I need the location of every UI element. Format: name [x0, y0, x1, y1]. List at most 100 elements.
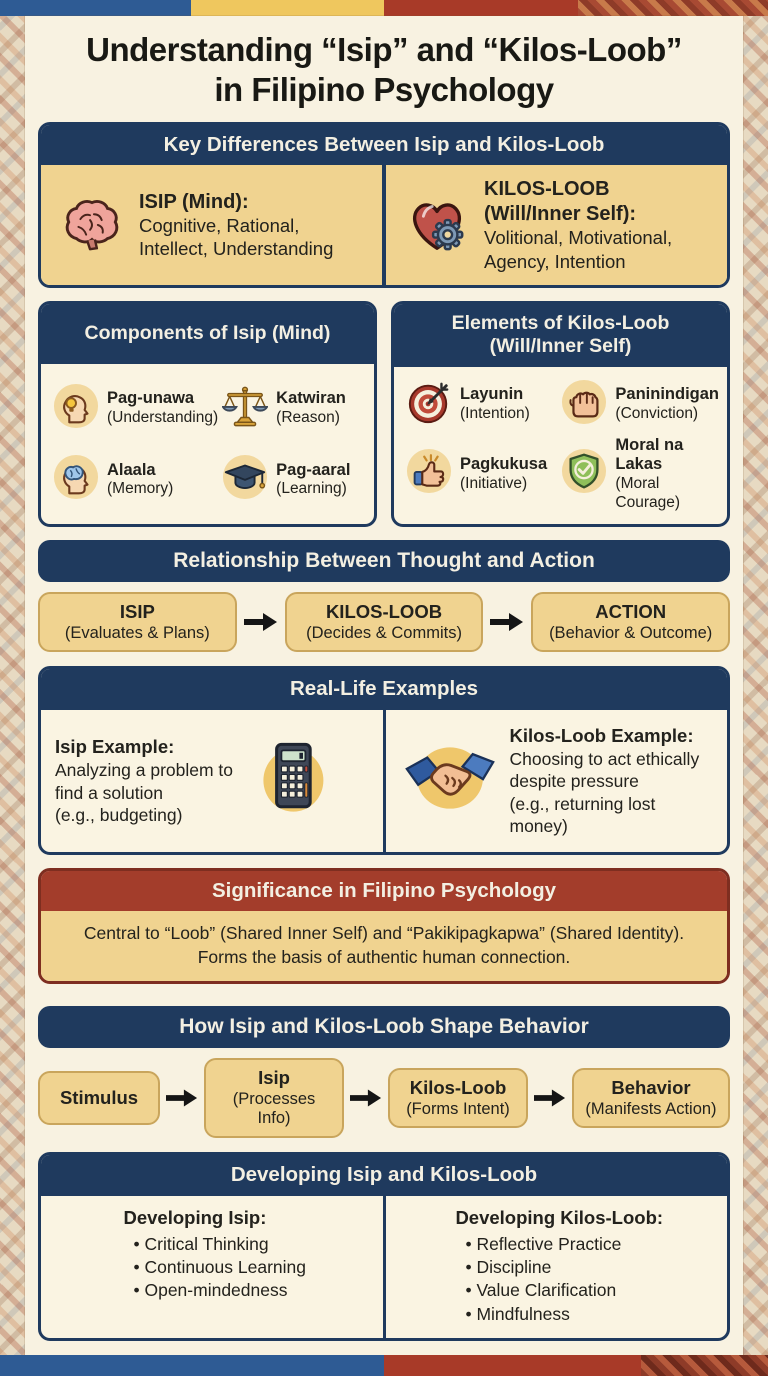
- bullet-item: Discipline: [465, 1256, 663, 1279]
- flag-segment-pattern: [578, 0, 768, 16]
- calculator-icon: [243, 734, 339, 827]
- behavior-flow: Stimulus Isip (Processes Info) Kilos-Loo…: [38, 1058, 730, 1139]
- arrow-right-icon: [490, 613, 524, 632]
- brain-icon: [57, 190, 127, 261]
- arrow-right-icon: [534, 1089, 566, 1107]
- scales-icon: [221, 383, 269, 434]
- title-line-2: in Filipino Psychology: [214, 70, 554, 108]
- kilos-loob-cell: KILOS-LOOB (Will/Inner Self): Volitional…: [382, 165, 727, 285]
- kilos-line-2: Agency, Intention: [484, 250, 626, 272]
- graduation-cap-icon: [222, 454, 268, 505]
- item-translation: (Conviction): [615, 404, 699, 422]
- developing-isip-bullets: Critical Thinking Continuous Learning Op…: [123, 1233, 306, 1303]
- components-isip-grid: Pag-unawa (Understanding): [41, 364, 374, 525]
- bullet-item: Continuous Learning: [133, 1256, 306, 1279]
- bullet-item: Mindfulness: [465, 1303, 663, 1326]
- item-name: Pag-aaral: [276, 460, 351, 479]
- examples-body: Isip Example: Analyzing a problem to fin…: [41, 709, 728, 852]
- elements-kilos-grid: Layunin (Intention) Paninind: [394, 367, 727, 525]
- kilos-loob-text: KILOS-LOOB (Will/Inner Self): Volitional…: [484, 177, 672, 272]
- top-flag-bar: [0, 0, 768, 16]
- kilos-example-text: Kilos-Loob Example: Choosing to act ethi…: [509, 724, 700, 837]
- item-text: Alaala (Memory): [107, 461, 173, 499]
- list-item: Pagkukusa (Initiative): [406, 436, 557, 513]
- section-significance: Significance in Filipino Psychology Cent…: [38, 867, 730, 985]
- relationship-header: Relationship Between Thought and Action: [38, 540, 730, 583]
- item-name: Paninindigan: [615, 384, 719, 403]
- item-translation: (Moral Courage): [615, 475, 681, 511]
- flow-box-stimulus: Stimulus: [38, 1071, 160, 1126]
- card-components-isip: Components of Isip (Mind) Pag-unawa: [38, 300, 377, 528]
- item-text: Moral na Lakas (Moral Courage): [615, 436, 719, 513]
- main-panel: Understanding “Isip” and “Kilos-Loob” in…: [25, 16, 743, 1376]
- thumbs-up-icon: [406, 448, 452, 499]
- developing-kilos-bullets: Reflective Practice Discipline Value Cla…: [455, 1233, 663, 1326]
- item-translation: (Understanding): [107, 409, 219, 427]
- significance-body: Central to “Loob” (Shared Inner Self) an…: [41, 911, 727, 982]
- flag-segment-red: [384, 1355, 641, 1376]
- developing-isip-column: Developing Isip: Critical Thinking Conti…: [41, 1196, 383, 1338]
- flow-box-isip-step: Isip (Processes Info): [204, 1058, 344, 1139]
- developing-kilos-column: Developing Kilos-Loob: Reflective Practi…: [382, 1195, 728, 1338]
- isip-title: ISIP (Mind):: [139, 190, 249, 213]
- section-components-elements: Components of Isip (Mind) Pag-unawa: [38, 300, 730, 528]
- item-text: Katwiran (Reason): [276, 389, 346, 427]
- list-item: Paninindigan (Conviction): [561, 379, 719, 430]
- item-text: Pagkukusa (Initiative): [460, 455, 547, 493]
- flow-box-action: ACTION (Behavior & Outcome): [531, 592, 731, 653]
- flow-box-isip: ISIP (Evaluates & Plans): [38, 592, 237, 653]
- flag-segment-blue: [0, 0, 191, 16]
- item-text: Pag-unawa (Understanding): [107, 389, 218, 427]
- item-text: Pag-aaral (Learning): [276, 461, 350, 499]
- heart-gear-icon: [402, 190, 472, 261]
- developing-body: Developing Isip: Critical Thinking Conti…: [41, 1195, 728, 1338]
- isip-example-text: Isip Example: Analyzing a problem to fin…: [55, 736, 234, 825]
- page-title: Understanding “Isip” and “Kilos-Loob” in…: [35, 30, 733, 110]
- item-name: Moral na Lakas: [615, 435, 684, 474]
- flow-box-kilos-step: Kilos-Loob (Forms Intent): [388, 1068, 528, 1129]
- arrow-right-icon: [350, 1089, 382, 1107]
- examples-header: Real-Life Examples: [41, 669, 727, 710]
- flag-segment-blue: [0, 1355, 384, 1376]
- head-brain-icon: [53, 454, 99, 505]
- bullet-item: Value Clarification: [465, 1279, 663, 1302]
- head-lightbulb-icon: [53, 383, 99, 434]
- developing-isip-block: Developing Isip: Critical Thinking Conti…: [123, 1206, 306, 1326]
- handshake-icon: [400, 738, 500, 823]
- item-name: Pagkukusa: [460, 454, 548, 473]
- elements-kilos-header: Elements of Kilos-Loob (Will/Inner Self): [394, 303, 727, 367]
- section-developing: Developing Isip and Kilos-Loob Developin…: [38, 1152, 730, 1341]
- list-item: Layunin (Intention): [406, 379, 557, 430]
- item-name: Layunin: [460, 384, 524, 403]
- card-elements-kilos-loob: Elements of Kilos-Loob (Will/Inner Self): [391, 300, 730, 528]
- developing-header: Developing Isip and Kilos-Loob: [41, 1155, 727, 1196]
- item-translation: (Reason): [276, 409, 340, 427]
- item-translation: (Learning): [276, 480, 347, 498]
- flag-segment-pattern: [641, 1355, 768, 1376]
- key-differences-header: Key Differences Between Isip and Kilos-L…: [41, 124, 727, 166]
- flag-segment-yellow: [191, 0, 384, 16]
- target-icon: [406, 379, 452, 430]
- flag-segment-red: [384, 0, 578, 16]
- item-name: Katwiran: [276, 389, 346, 408]
- flow-box-kilos-loob: KILOS-LOOB (Decides & Commits): [284, 592, 484, 653]
- list-item: Pag-aaral (Learning): [222, 454, 366, 505]
- flow-box-behavior: Behavior (Manifests Action): [572, 1068, 730, 1129]
- item-name: Alaala: [107, 460, 156, 479]
- list-item: Alaala (Memory): [53, 454, 218, 505]
- kilos-line-1: Volitional, Motivational,: [484, 227, 673, 249]
- bullet-item: Reflective Practice: [465, 1233, 663, 1256]
- kilos-example-cell: Kilos-Loob Example: Choosing to act ethi…: [382, 709, 728, 852]
- list-item: Katwiran (Reason): [221, 383, 366, 434]
- item-translation: (Memory): [107, 480, 174, 498]
- section-real-life-examples: Real-Life Examples Isip Example: Analyzi…: [38, 666, 730, 855]
- bullet-item: Open-mindedness: [133, 1279, 306, 1302]
- item-text: Layunin (Intention): [460, 385, 530, 423]
- fist-icon: [561, 379, 607, 430]
- item-text: Paninindigan (Conviction): [615, 385, 719, 423]
- kilos-title-2: (Will/Inner Self):: [484, 202, 637, 225]
- isip-line-1: Cognitive, Rational,: [139, 215, 300, 237]
- developing-kilos-block: Developing Kilos-Loob: Reflective Practi…: [455, 1206, 663, 1326]
- list-item: Pag-unawa (Understanding): [53, 383, 218, 434]
- behavior-flow-header: How Isip and Kilos-Loob Shape Behavior: [38, 1006, 730, 1049]
